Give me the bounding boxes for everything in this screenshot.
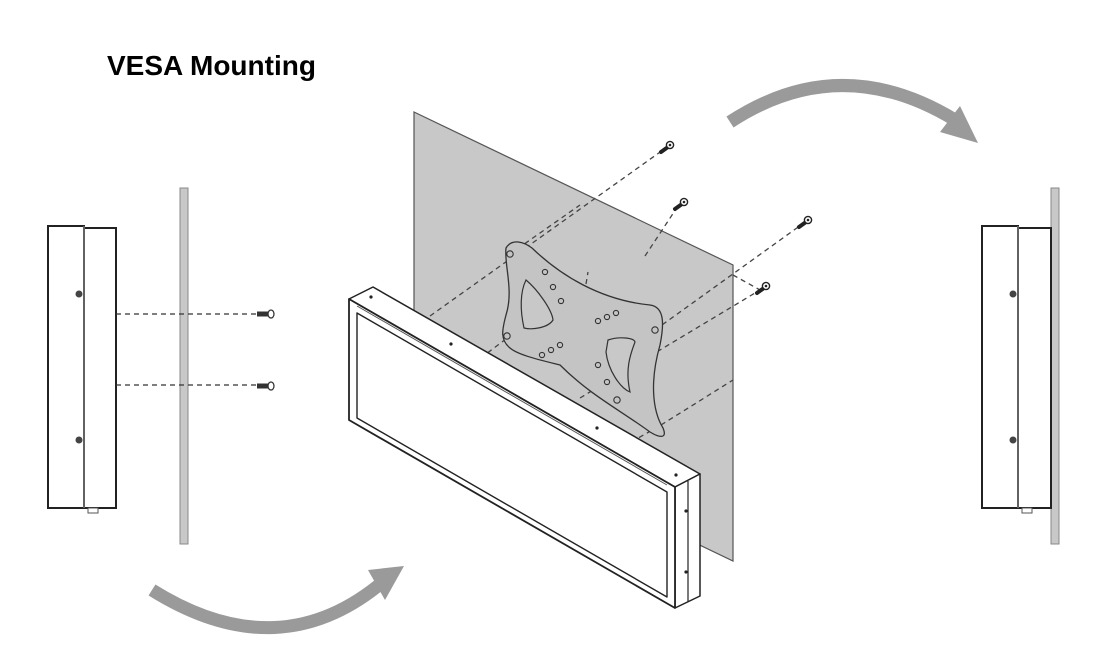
- wall-panel-left: [179, 187, 189, 545]
- screw-icon: [256, 381, 275, 391]
- wall-panel-right: [1050, 187, 1060, 545]
- page-title: VESA Mounting: [107, 50, 316, 81]
- arrow-bottom: [148, 566, 404, 635]
- screw-icon: [256, 309, 275, 319]
- screw-head-icon: [1009, 290, 1017, 298]
- screw-head-icon: [75, 436, 83, 444]
- screw-icon: [673, 196, 690, 211]
- screw-head-icon: [75, 290, 83, 298]
- screw-head-icon: [1009, 436, 1017, 444]
- vesa-bracket: [502, 241, 665, 438]
- connector-icon: [87, 507, 99, 514]
- exploded-view: [348, 111, 814, 609]
- display-side-profile-left: [47, 225, 117, 514]
- side-view-before: [47, 187, 275, 545]
- screw-icon: [797, 214, 814, 229]
- display-side-profile-right: [981, 225, 1052, 514]
- screen: [356, 312, 668, 598]
- connector-icon: [1021, 507, 1033, 514]
- curved-arrow-icon: [148, 575, 390, 635]
- screw-icon: [659, 139, 676, 154]
- display-panel: [348, 286, 701, 609]
- curved-arrow-icon: [726, 79, 959, 128]
- screw-icon: [755, 280, 772, 295]
- arrow-top: [726, 79, 978, 143]
- side-view-after: [981, 187, 1060, 545]
